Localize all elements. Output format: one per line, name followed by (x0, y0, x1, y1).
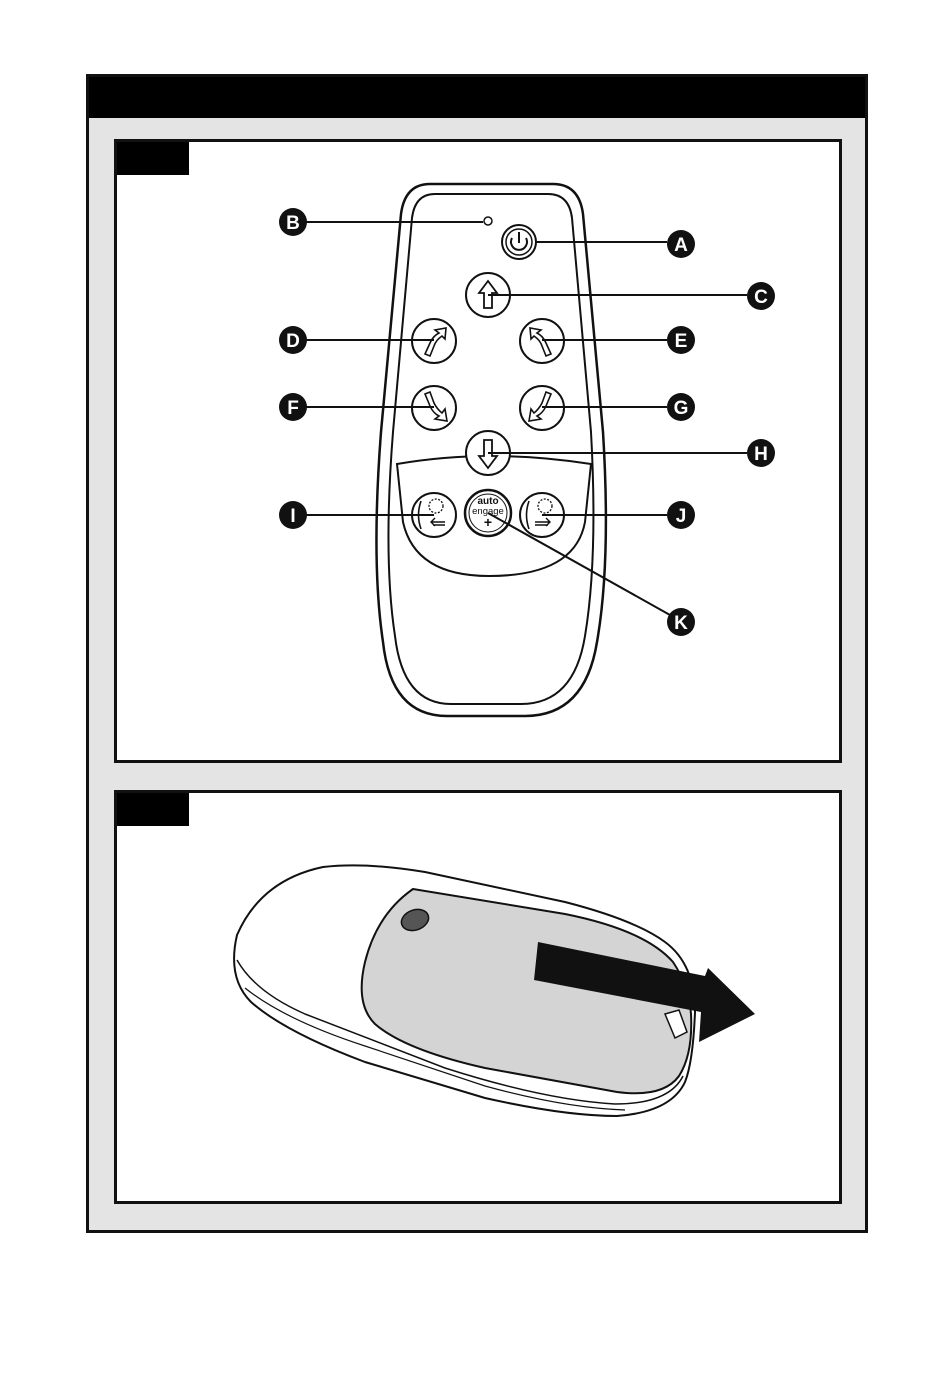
plus-label: + (484, 514, 492, 530)
callout-a: A (667, 230, 695, 258)
power-button[interactable] (502, 225, 536, 259)
callout-e: E (667, 326, 695, 354)
figure-header-bar (89, 77, 865, 118)
battery-cover-panel (114, 790, 842, 1204)
svg-text:G: G (674, 398, 689, 419)
instruction-figure-frame: auto engage + (86, 74, 868, 1233)
svg-text:E: E (675, 331, 688, 352)
svg-text:A: A (674, 235, 688, 256)
callout-b: B (279, 208, 307, 236)
svg-text:C: C (754, 287, 768, 308)
svg-text:F: F (287, 398, 299, 419)
callout-d: D (279, 326, 307, 354)
svg-text:D: D (286, 331, 300, 352)
callout-j: J (667, 501, 695, 529)
callout-i: I (279, 501, 307, 529)
battery-cover-diagram (117, 793, 839, 1201)
callout-h: H (747, 439, 775, 467)
svg-text:B: B (286, 213, 300, 234)
indicator-led (484, 217, 492, 225)
callout-g: G (667, 393, 695, 421)
callout-k: K (667, 608, 695, 636)
svg-text:I: I (290, 506, 295, 527)
svg-text:K: K (674, 613, 688, 634)
callout-c: C (747, 282, 775, 310)
remote-diagram: auto engage + (117, 142, 839, 760)
svg-text:H: H (754, 444, 768, 465)
svg-text:J: J (676, 506, 687, 527)
callout-f: F (279, 393, 307, 421)
remote-diagram-panel: auto engage + (114, 139, 842, 763)
